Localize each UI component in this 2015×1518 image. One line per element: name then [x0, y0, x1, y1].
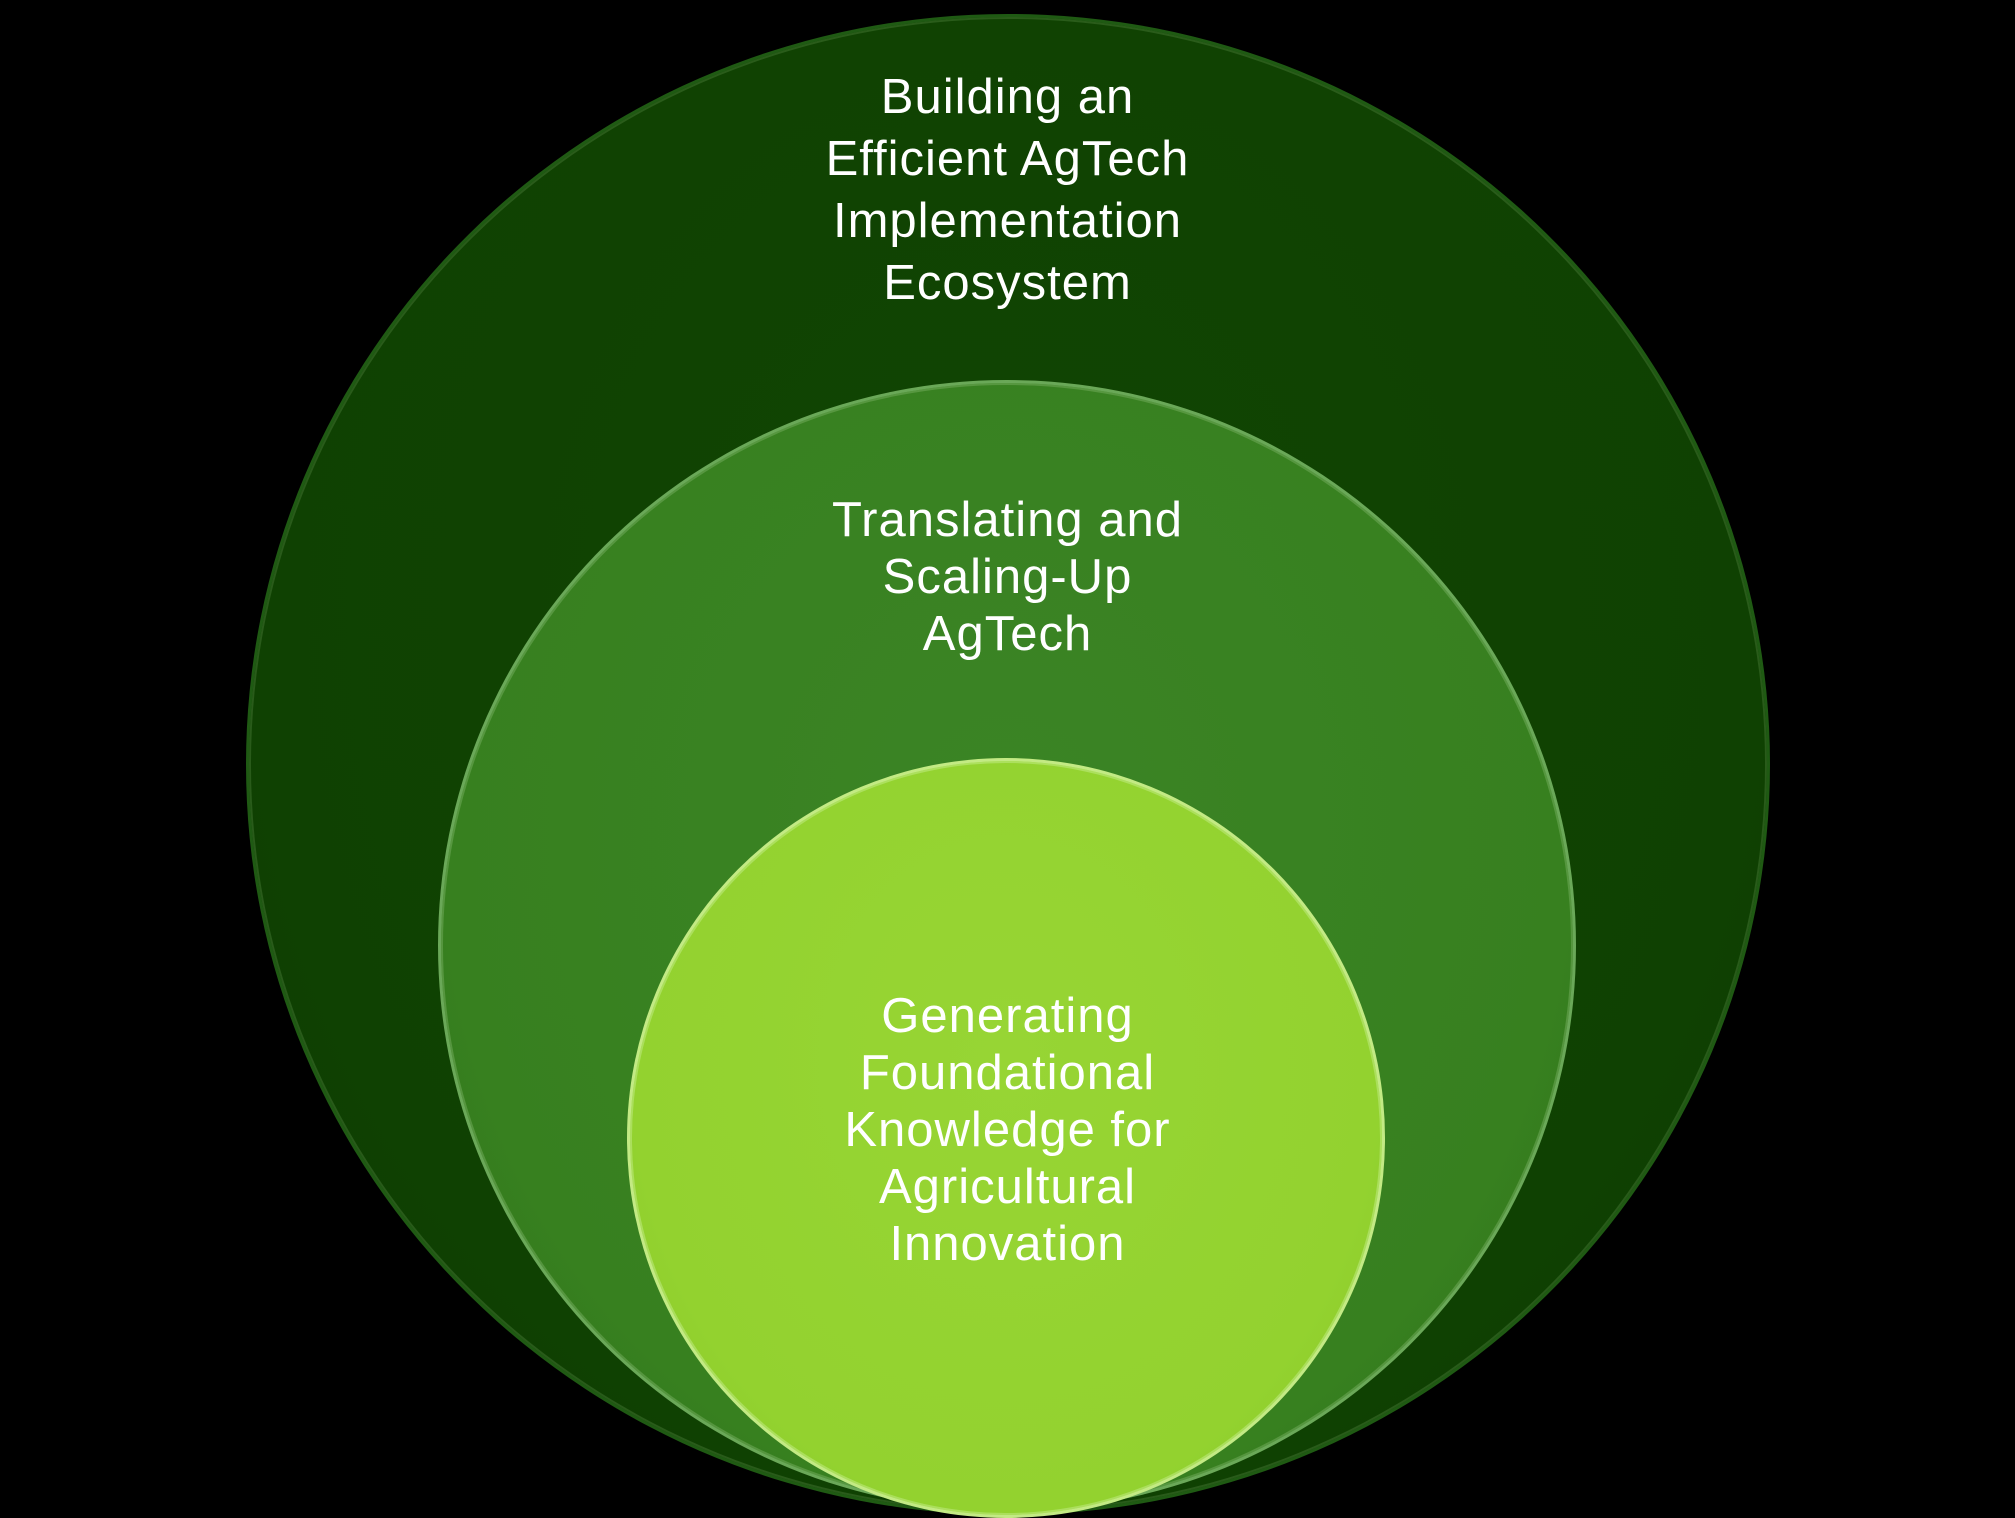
inner-circle: [627, 758, 1385, 1518]
inner-circle-label: Generating Foundational Knowledge for Ag…: [844, 989, 1171, 1271]
middle-circle-label: Translating and Scaling-Up AgTech: [832, 493, 1183, 661]
outer-circle-label: Building an Efficient AgTech Implementat…: [825, 70, 1190, 310]
